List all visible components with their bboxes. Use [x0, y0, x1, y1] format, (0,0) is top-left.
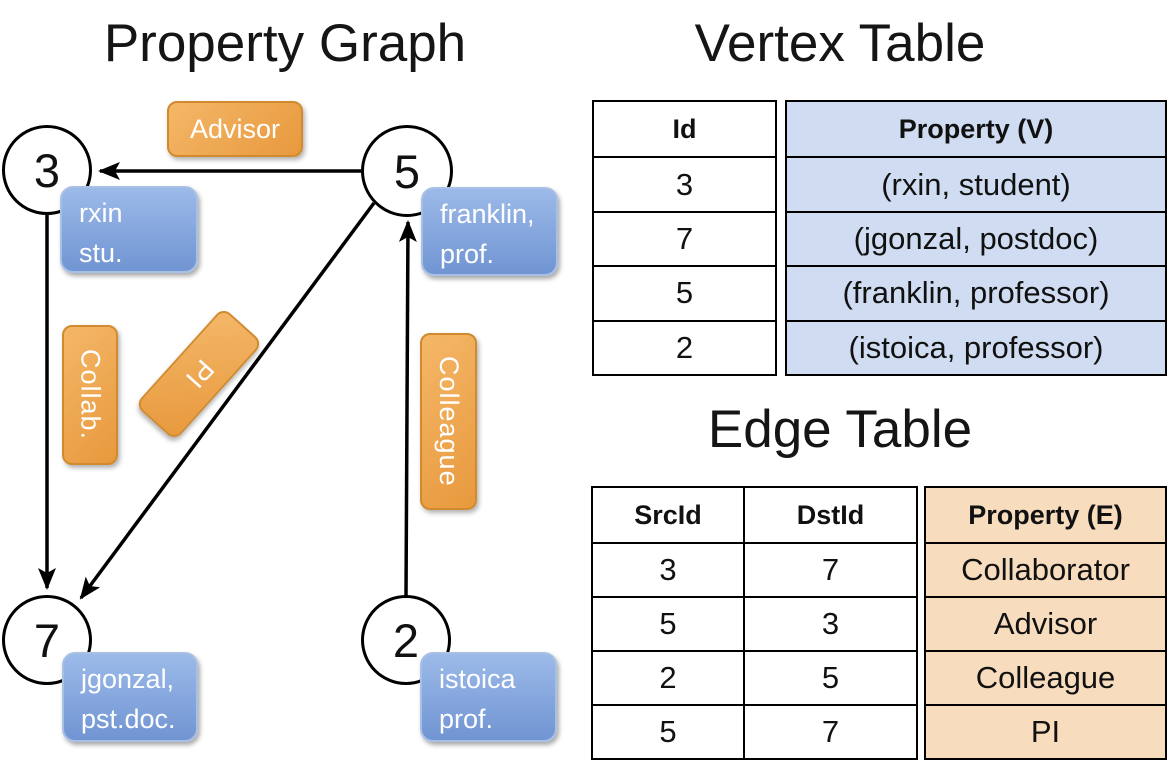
edge-table-cell-property: Colleague	[926, 650, 1165, 704]
edge-label-collab: Collab.	[62, 325, 118, 465]
vertex-table-cell-id: 3	[594, 156, 775, 210]
edge-table-cell-srcid: 2	[593, 650, 743, 704]
vertex-table-cell-property: (rxin, student)	[787, 156, 1165, 210]
edge-label-pi-text: PI	[179, 354, 220, 395]
vertex-table: Id 3 7 5 2 Property (V) (rxin, student) …	[592, 100, 1167, 376]
vertex-table-cell-property: (jgonzal, postdoc)	[787, 210, 1165, 265]
edge-table-property-column: Property (E) Collaborator Advisor Collea…	[924, 486, 1167, 760]
edge-table-id-columns: SrcId DstId 3 7 5 3 2 5 5 7	[591, 486, 918, 760]
edge-table-cell-dstid: 7	[743, 542, 916, 596]
edge-table-cell-property: Advisor	[926, 596, 1165, 650]
edge-line-colleague-2-to-5	[398, 220, 417, 597]
vertex-property-box-5-line1: franklin,	[440, 199, 535, 229]
edge-table: SrcId DstId 3 7 5 3 2 5 5 7 Property (E)…	[591, 486, 1167, 760]
vertex-node-7-id: 7	[33, 613, 61, 667]
vertex-property-box-7-line2: pst.doc.	[81, 704, 176, 734]
edge-label-colleague-text: Colleague	[434, 356, 464, 487]
edge-table-cell-srcid: 3	[593, 542, 743, 596]
edge-table-cell-dstid: 3	[743, 596, 916, 650]
vertex-table-cell-property: (franklin, professor)	[787, 265, 1165, 319]
vertex-property-box-5: franklin, prof.	[421, 187, 558, 276]
vertex-table-header-property: Property (V)	[898, 113, 1054, 144]
edge-table-cell-property: Collaborator	[926, 542, 1165, 596]
edge-table-title: Edge Table	[707, 400, 973, 459]
edge-table-cell-dstid: 7	[743, 704, 916, 758]
vertex-table-header-id: Id	[672, 113, 697, 144]
edge-label-collab-text: Collab.	[75, 349, 106, 441]
vertex-property-box-7: jgonzal, pst.doc.	[62, 652, 198, 742]
vertex-property-box-7-line1: jgonzal,	[81, 664, 175, 694]
vertex-property-box-3: rxin stu.	[60, 186, 198, 273]
vertex-property-box-3-line2: stu.	[79, 238, 123, 268]
vertex-node-3-id: 3	[33, 143, 61, 197]
edge-table-cell-srcid: 5	[593, 596, 743, 650]
vertex-property-box-5-line2: prof.	[440, 239, 495, 269]
vertex-table-id-column: Id 3 7 5 2	[592, 100, 777, 376]
edge-table-cell-property: PI	[926, 704, 1165, 758]
edge-line-pi-5-to-7	[79, 201, 376, 600]
vertex-table-cell-property: (istoica, professor)	[787, 319, 1165, 374]
vertex-table-property-column: Property (V) (rxin, student) (jgonzal, p…	[785, 100, 1167, 376]
graph-edges-layer	[38, 162, 417, 600]
edge-label-advisor-text: Advisor	[189, 113, 281, 144]
vertex-table-title: Vertex Table	[694, 14, 986, 73]
edge-label-advisor: Advisor	[167, 101, 303, 157]
vertex-property-box-2: istoica prof.	[420, 652, 557, 742]
vertex-node-2: 2	[361, 595, 451, 685]
vertex-node-5: 5	[361, 125, 453, 217]
vertex-table-cell-id: 7	[594, 210, 775, 265]
vertex-table-cell-id: 2	[594, 319, 775, 374]
edge-table-header-srcid: SrcId	[634, 499, 702, 530]
edge-table-header-dstid: DstId	[743, 488, 916, 542]
vertex-property-box-3-line1: rxin	[79, 198, 123, 228]
vertex-node-5-id: 5	[393, 144, 421, 198]
vertex-property-box-2-line1: istoica	[439, 664, 516, 694]
edge-table-cell-dstid: 5	[743, 650, 916, 704]
vertex-node-2-id: 2	[392, 613, 420, 667]
edge-label-colleague: Colleague	[420, 333, 477, 510]
edge-table-header-property: Property (E)	[968, 499, 1123, 530]
property-graph-title: Property Graph	[103, 14, 467, 73]
vertex-property-box-2-line2: prof.	[439, 704, 494, 734]
edge-table-cell-srcid: 5	[593, 704, 743, 758]
vertex-table-cell-id: 5	[594, 265, 775, 319]
